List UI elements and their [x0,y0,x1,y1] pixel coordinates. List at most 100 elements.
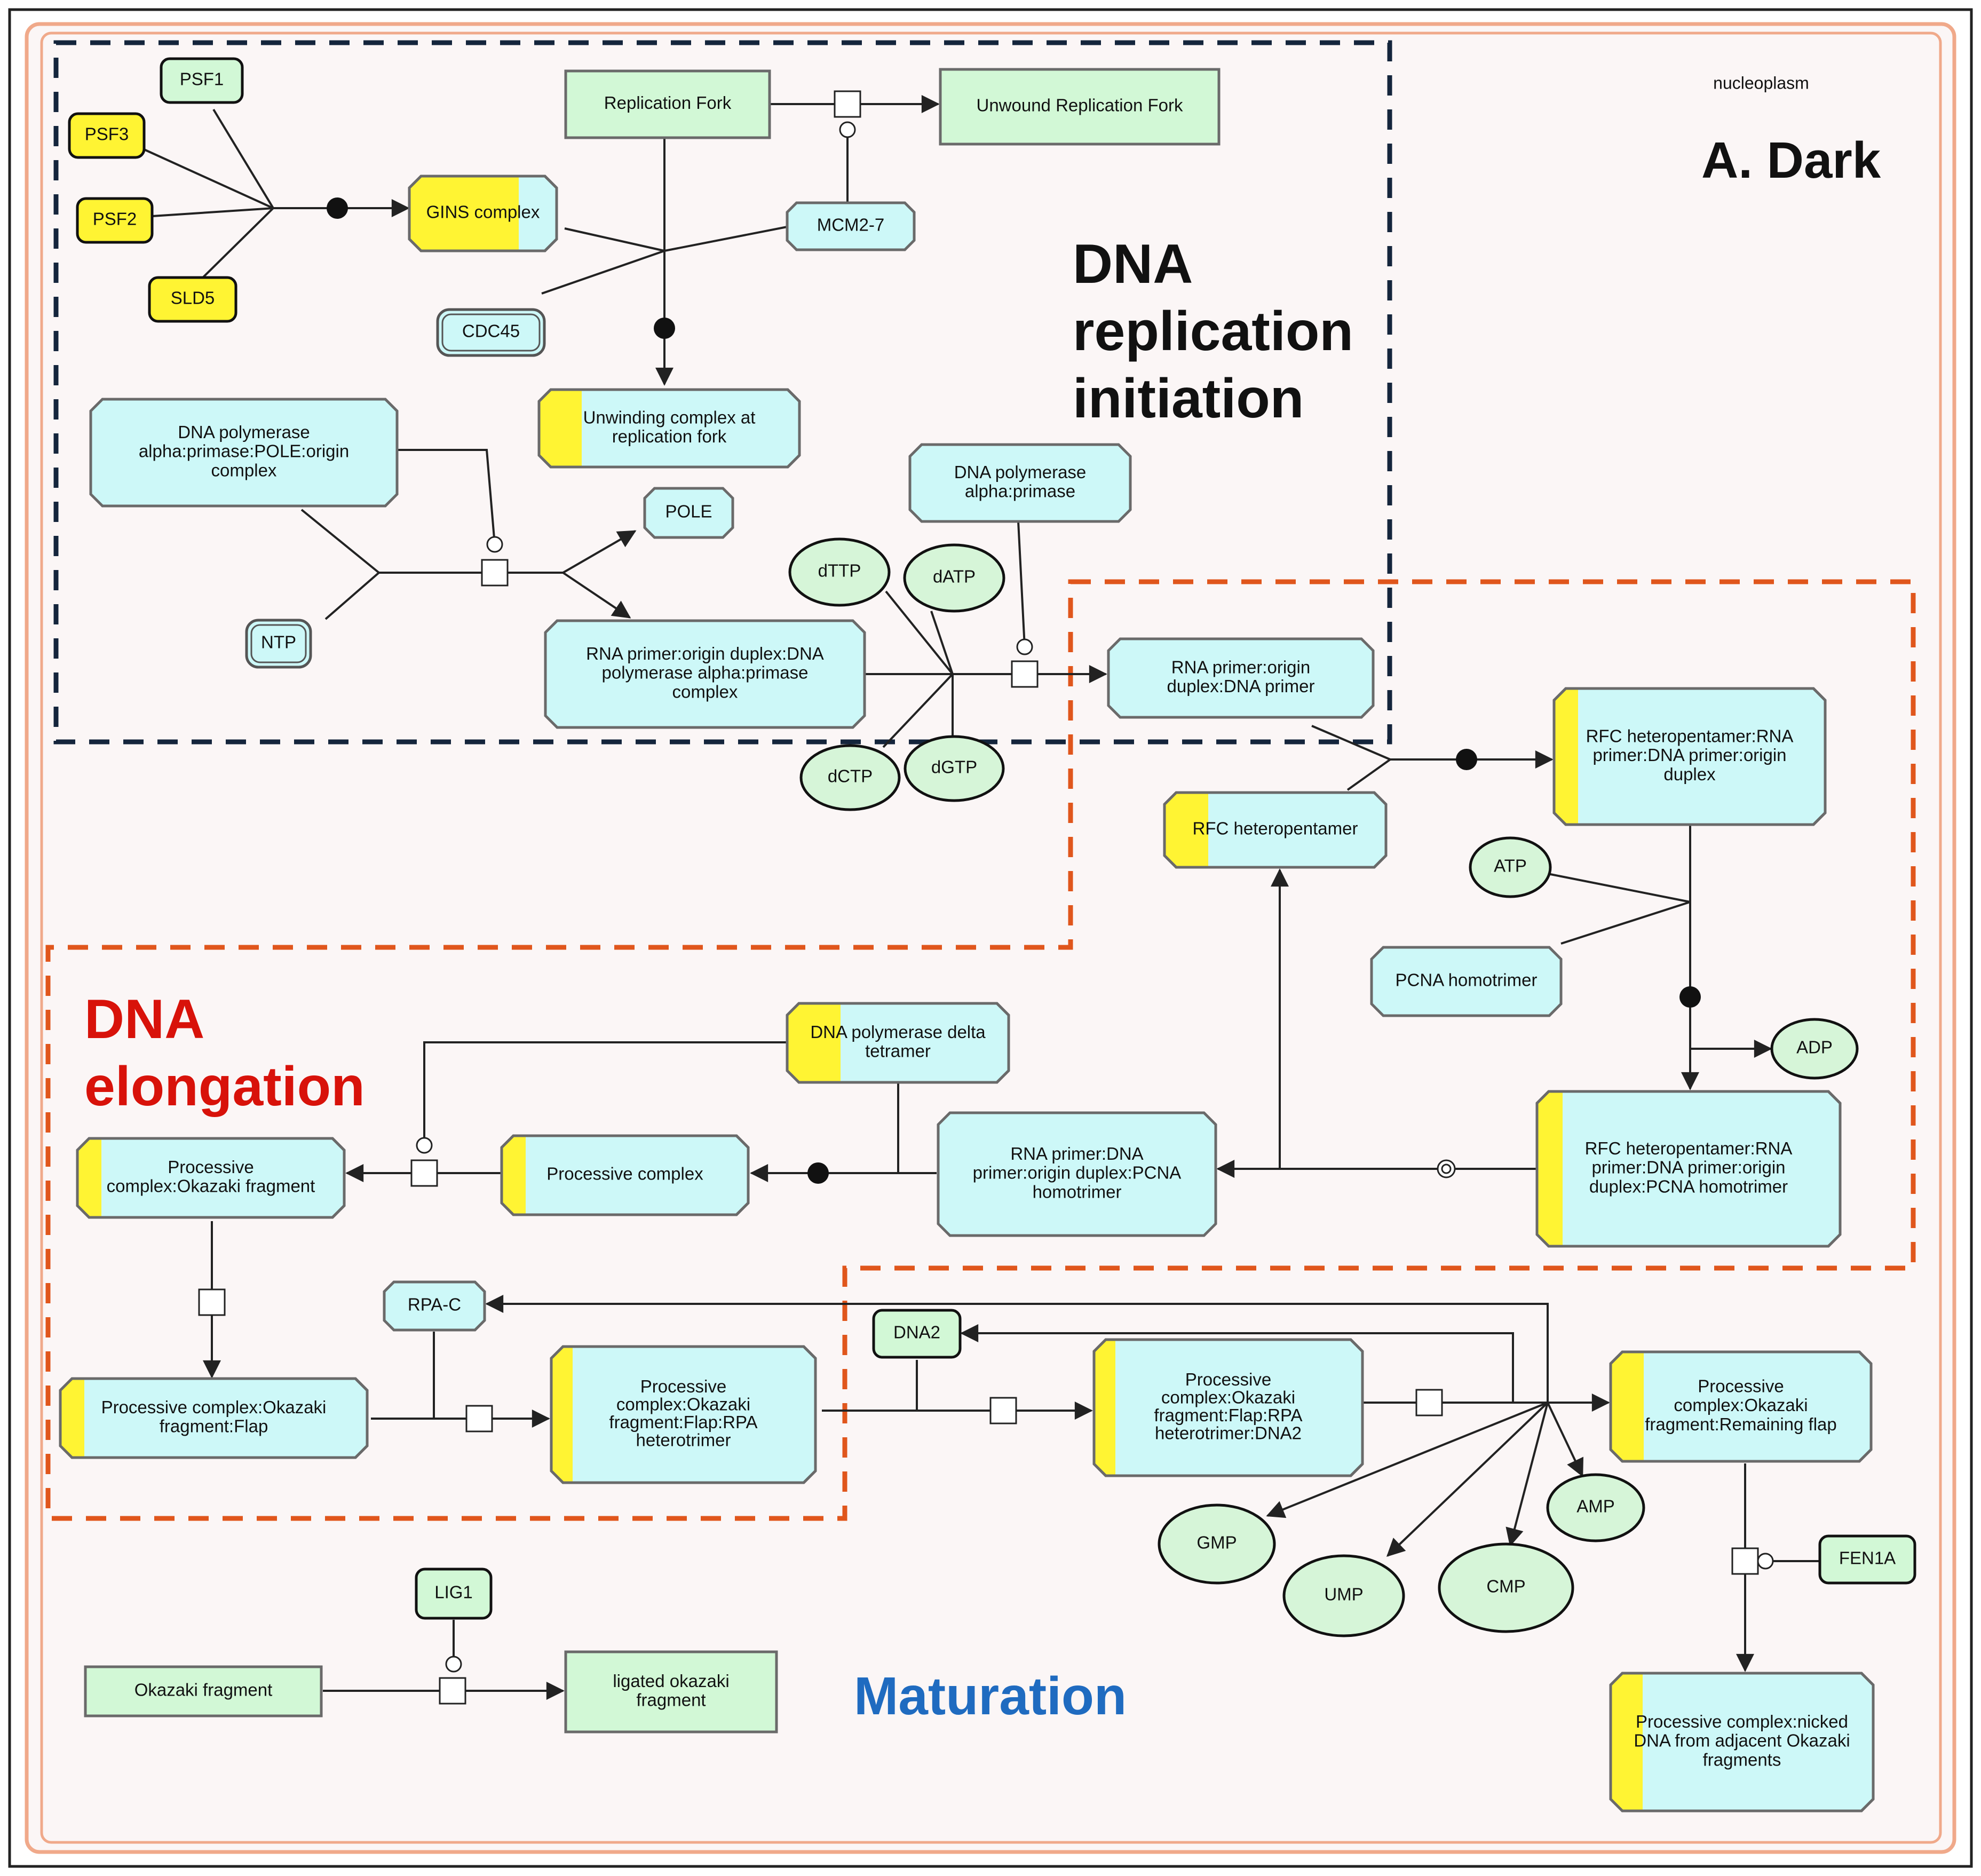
catalysis-circle [1441,1163,1452,1174]
node-label: RNA primer:origin duplex:DNA [586,644,824,663]
catalysis-circle [445,1656,462,1673]
node-psf3[interactable]: PSF3 [68,112,146,159]
node-ntp[interactable]: NTP [245,619,312,669]
node-label: primer:DNA primer:origin [1592,745,1786,765]
reaction-transition-box [1011,660,1039,688]
node-dttp[interactable]: dTTP [788,537,891,607]
small-molecule-shape [1546,1473,1645,1542]
node-rpac[interactable]: RPA-C [383,1280,486,1332]
node-label: RFC heteropentamer:RNA [1585,1138,1793,1158]
protein-shape [872,1309,962,1359]
highlight-band [1611,1352,1644,1461]
edge [882,673,954,748]
node-proc-remain[interactable]: Processivecomplex:Okazakifragment:Remain… [1609,1350,1873,1463]
node-adp[interactable]: ADP [1770,1018,1859,1080]
small-molecule-shape [1438,1542,1574,1633]
node-label: fragment:Flap [160,1416,268,1436]
node-fen1a[interactable]: FEN1A [1818,1534,1916,1585]
node-ump[interactable]: UMP [1282,1554,1405,1637]
compartment-inner-border [40,31,1942,1844]
node-dna2[interactable]: DNA2 [872,1309,962,1359]
node-pole[interactable]: POLE [643,487,734,539]
entity-set-shape [245,619,312,669]
complex-shape [643,487,734,539]
node-dctp[interactable]: dCTP [799,744,901,811]
complex-shape [544,619,866,729]
edge [324,572,380,620]
complex-outline [1609,1350,1873,1463]
reaction-transition-box [465,1405,493,1432]
node-label: ligated okazaki [613,1671,729,1691]
node-gmp[interactable]: GMP [1158,1503,1276,1585]
edge [562,572,631,619]
node-label: replication fork [612,426,727,446]
complex-outline [1092,1338,1364,1477]
catalysis-circle [486,536,503,553]
complex-outline [1552,687,1827,826]
small-molecule-shape [1469,836,1552,898]
node-sld5[interactable]: SLD5 [148,276,237,323]
node-label: Processive [1185,1370,1271,1389]
node-label: PSF2 [93,209,137,229]
node-label: UMP [1324,1585,1363,1604]
reaction-transition-box [1415,1389,1443,1416]
node-pol-origin[interactable]: DNA polymerasealpha:primase:POLE:originc… [89,398,399,508]
node-rep-fork[interactable]: Replication Fork [564,69,771,139]
node-label: FEN1A [1839,1548,1896,1568]
node-datp[interactable]: dATP [903,543,1005,613]
complex-outline [59,1377,369,1459]
edge [212,108,274,209]
node-label: complex [211,460,277,480]
edge [1547,1402,1583,1477]
edge [300,509,380,574]
node-label: primer:DNA primer:origin [1591,1158,1785,1177]
node-processive[interactable]: Processive complex [500,1134,750,1216]
node-proc-rpa[interactable]: Processivecomplex:Okazakifragment:Flap:R… [550,1345,817,1484]
node-label: Processive [1698,1376,1784,1396]
edge [423,1041,786,1145]
node-label: dCTP [828,766,873,786]
edge [664,226,788,252]
small-molecule-shape [1158,1503,1276,1585]
reaction-transition-box [1731,1547,1759,1575]
node-unwound[interactable]: Unwound Replication Fork [939,68,1221,146]
node-rfc[interactable]: RFC heteropentamer [1163,791,1388,869]
edge [541,250,665,295]
node-okazaki[interactable]: Okazaki fragment [84,1665,323,1717]
node-lig1[interactable]: LIG1 [415,1568,493,1620]
edge [930,611,954,675]
node-cdc45[interactable]: CDC45 [436,308,546,357]
node-proc-dna2[interactable]: Processivecomplex:Okazakifragment:Flap:R… [1092,1338,1364,1477]
node-dgtp[interactable]: dGTP [904,735,1005,802]
node-label: Replication Fork [604,93,732,113]
node-amp[interactable]: AMP [1546,1473,1645,1542]
node-psf2[interactable]: PSF2 [76,197,154,244]
node-label: duplex:PCNA homotrimer [1589,1176,1788,1196]
highlight-band [1611,1673,1643,1811]
association-node [807,1162,829,1184]
node-gins[interactable]: GINS complex [408,175,558,252]
edge [485,1295,1549,1403]
node-label: complex:Okazaki [1674,1395,1808,1415]
node-atp[interactable]: ATP [1469,836,1552,898]
node-pcna[interactable]: PCNA homotrimer [1370,946,1563,1017]
association-node [327,197,348,219]
complex-shape [1107,637,1375,719]
node-mcm[interactable]: MCM2-7 [786,201,916,251]
node-cmp[interactable]: CMP [1438,1542,1574,1633]
node-psf1[interactable]: PSF1 [160,57,244,104]
